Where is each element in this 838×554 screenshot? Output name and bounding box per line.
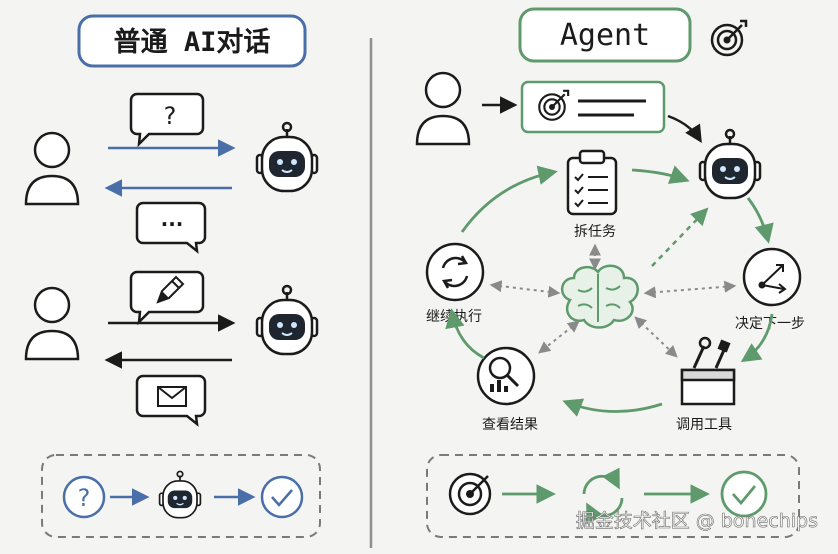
left-title: 普通 AI对话 <box>114 26 271 58</box>
arrow-continue-to-task <box>460 165 558 233</box>
toolbox-icon <box>680 336 736 406</box>
user-icon-agent <box>415 71 471 146</box>
arrow-brain-to-robot <box>651 207 709 267</box>
cycle-arrows <box>445 165 774 417</box>
branch-circle-icon <box>742 247 802 307</box>
loop-icon <box>582 467 624 525</box>
question-circle-text: ? <box>78 484 91 512</box>
refresh-circle-icon <box>425 242 485 302</box>
check-circle-green-icon <box>720 470 768 518</box>
chat-row-2 <box>24 270 319 427</box>
arrow-task-to-robot <box>631 165 690 184</box>
question-mark-text: ? <box>164 102 177 130</box>
arrow-tools-to-results <box>562 398 663 417</box>
robot-icon-small <box>158 470 202 519</box>
brain-icon <box>561 264 639 329</box>
robot-icon-1 <box>255 121 319 193</box>
target-icon-title <box>710 19 748 57</box>
left-summary-flow: ? <box>41 454 321 538</box>
question-circle-icon <box>62 475 106 519</box>
user-icon-2 <box>24 286 80 361</box>
pencil-bubble <box>129 270 205 326</box>
ellipsis-text: ··· <box>161 212 184 236</box>
robot-icon-2 <box>255 284 319 356</box>
pencil-icon <box>156 275 185 304</box>
envelope-icon <box>157 386 187 407</box>
right-title-box: Agent <box>518 7 692 63</box>
label-task: 拆任务 <box>574 224 616 240</box>
user-icon-1 <box>24 131 80 206</box>
clipboard-icon <box>566 149 618 216</box>
chat-row-1: ? ··· <box>24 92 319 254</box>
watermark-text: 掘金技术社区 @ bonechips <box>576 510 818 532</box>
arrow-robot-to-decide <box>746 197 774 244</box>
reply-bubble: ··· <box>135 201 207 254</box>
brain-connectors <box>489 243 737 358</box>
arrow-results-to-continue <box>445 308 485 360</box>
robot-icon-agent <box>698 128 762 200</box>
left-panel: 普通 AI对话 ? ··· <box>24 14 321 538</box>
check-circle-icon <box>260 475 304 519</box>
label-tools: 调用工具 <box>676 417 732 433</box>
label-results: 查看结果 <box>482 417 538 433</box>
question-bubble: ? <box>129 92 205 148</box>
mail-bubble <box>135 374 207 427</box>
left-title-box: 普通 AI对话 <box>77 14 307 68</box>
right-summary-flow <box>426 454 800 538</box>
arrow-decide-to-tools <box>740 313 774 363</box>
goal-card <box>520 80 666 134</box>
right-panel: Agent 拆任务 <box>415 7 805 538</box>
right-title: Agent <box>560 18 650 53</box>
magnifier-chart-icon <box>476 346 536 406</box>
arrow-goal-to-robot <box>667 114 702 143</box>
